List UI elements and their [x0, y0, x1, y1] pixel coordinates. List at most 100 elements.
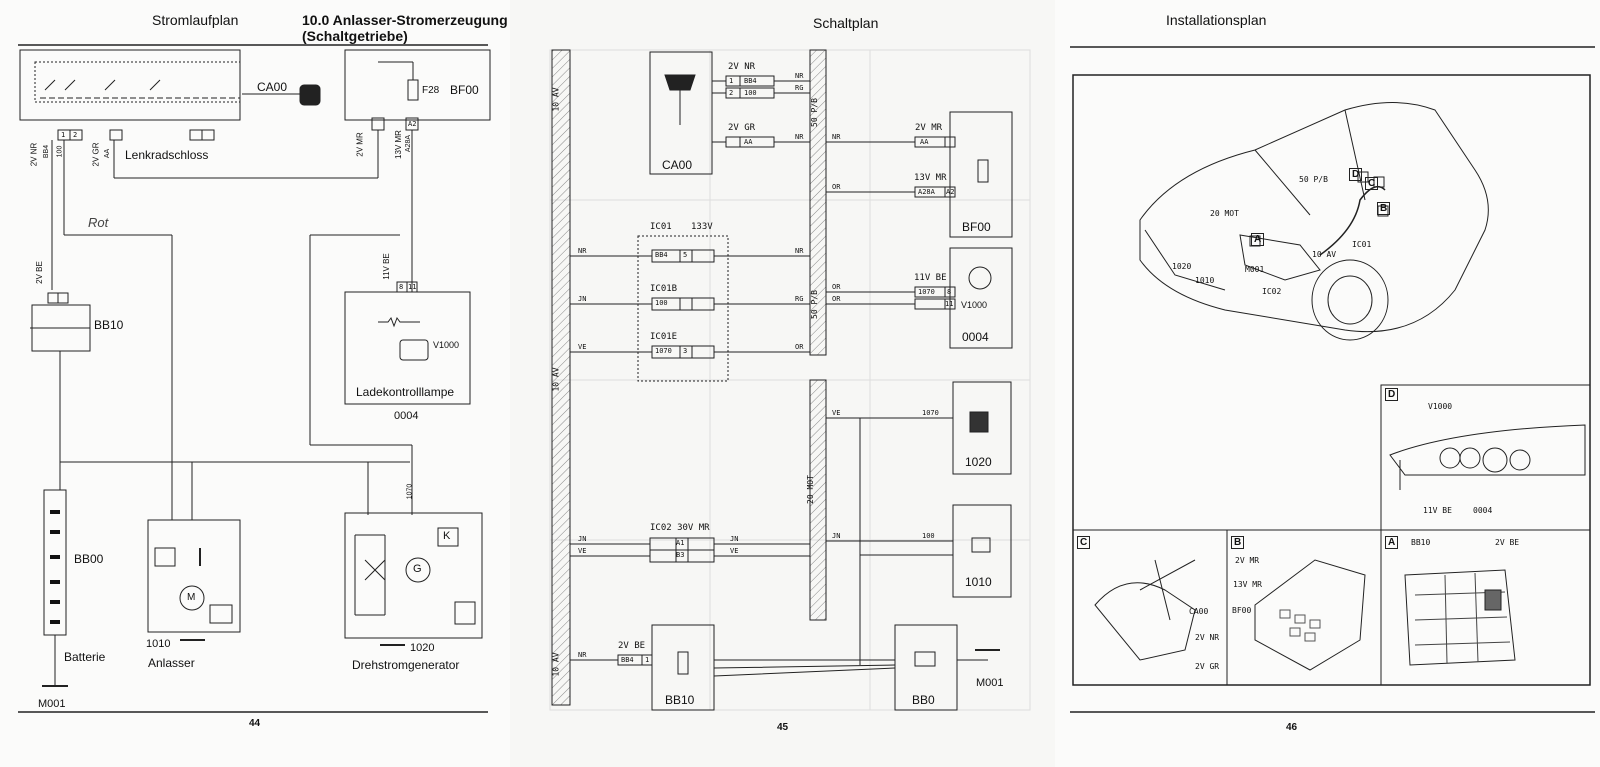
header-stromlaufplan: Stromlaufplan: [152, 12, 239, 28]
wire-label-13vmr: 13V MR: [393, 130, 403, 159]
detail-b-letter: B: [1231, 536, 1245, 549]
pin-11: 11: [408, 283, 417, 291]
pin-2: 2: [73, 131, 78, 139]
detail-c-ca00: CA00: [1189, 607, 1209, 616]
wiring-diagram-schaltplan: [549, 49, 1031, 711]
label-ladekontrolllampe: Ladekontrolllampe: [356, 385, 455, 399]
detail-d-11vbe: 11V BE: [1423, 506, 1452, 515]
wire-color-jn-4: JN: [832, 532, 841, 540]
label-g: G: [413, 563, 422, 575]
ov-label-1020: 1020: [1172, 262, 1192, 271]
wire-1070: 1070: [922, 409, 939, 417]
ov-label-10av: 10 AV: [1312, 250, 1337, 259]
battery-bb0: [894, 624, 958, 711]
wire-label-100: 100: [56, 145, 64, 158]
label-bf00: BF00: [962, 220, 991, 234]
wire-label-a28a: A28A: [405, 134, 413, 153]
conn-2vgr: 2V GR: [728, 123, 756, 133]
bus-10av: [551, 49, 571, 706]
wire-color-or-2: OR: [832, 283, 841, 291]
annotation-rot: Rot: [88, 215, 109, 230]
ov-label-m001: M001: [1245, 265, 1265, 274]
label-anlasser: Anlasser: [148, 656, 195, 670]
conn-11vbe: 11V BE: [914, 273, 947, 283]
label-bb10: BB10: [94, 318, 124, 332]
alternator-1020: [952, 381, 1012, 475]
wire-color-nr-3: NR: [832, 133, 841, 141]
bus-20mot: [809, 379, 827, 621]
pin-aa-bf00: AA: [920, 138, 929, 146]
warning-lamp-v1000: [949, 247, 1013, 349]
detail-b-13vmr: 13V MR: [1233, 580, 1262, 589]
label-bb00: BB00: [74, 552, 104, 566]
bus-50pb: [809, 49, 827, 356]
conn-ic01e: IC01E: [650, 332, 678, 342]
bus-label-20mot: 20 MOT: [805, 475, 815, 504]
bus-label-10av-mid: 10 AV: [551, 367, 561, 392]
label-ca00: CA00: [662, 158, 693, 172]
label-bb0: BB0: [912, 693, 935, 707]
detail-b-bf00: BF00: [1232, 606, 1252, 615]
header-installationsplan: Installationsplan: [1166, 12, 1267, 28]
pin-b3: B3: [676, 551, 685, 559]
wire-label-1070: 1070: [406, 483, 414, 500]
alternator-box: [344, 512, 483, 639]
wire-color-or-4: OR: [795, 343, 804, 351]
wire-label-2vgr: 2V GR: [91, 142, 101, 167]
wire-color-rg-1: RG: [795, 84, 804, 92]
pin-2: 2: [729, 89, 734, 97]
starter-motor-box: [147, 519, 241, 633]
installation-drawing: [1070, 46, 1595, 713]
bus-label-50pb-top: 50 P/B: [809, 98, 819, 127]
fuse-box-bf00: [949, 111, 1013, 238]
label-batterie: Batterie: [64, 650, 106, 664]
conn-2vbe: 2V BE: [618, 641, 646, 651]
detail-a-2vbe: 2V BE: [1495, 538, 1520, 547]
detail-a-letter: A: [1385, 536, 1399, 549]
conn-ic02: IC02 30V MR: [650, 523, 710, 533]
wire-color-ve-3: VE: [578, 547, 587, 555]
page-title: 10.0 Anlasser-Stromerzeugung (Schaltgetr…: [302, 12, 508, 44]
wire-label-bb4: BB4: [43, 144, 51, 159]
pin-v1000-1070: 1070: [918, 288, 935, 296]
page-number-46: 46: [1286, 722, 1298, 733]
wire-color-nr-1: NR: [795, 72, 804, 80]
wire-color-nr-5: NR: [795, 247, 804, 255]
wire-label-2vbe: 2V BE: [34, 261, 44, 284]
label-lenkradschloss: Lenkradschloss: [125, 148, 209, 162]
pin-a28a: A28A: [918, 188, 935, 196]
ov-marker-d: D: [1349, 168, 1363, 181]
wire-color-or-1: OR: [832, 183, 841, 191]
ov-marker-b: B: [1377, 202, 1391, 215]
ov-marker-a: A: [1251, 233, 1265, 246]
label-bf00: BF00: [450, 83, 479, 97]
wire-color-nr-6: NR: [578, 651, 587, 659]
pin-ic01-bb4: BB4: [655, 251, 668, 259]
label-v1000: V1000: [433, 340, 460, 350]
detail-d-letter: D: [1385, 388, 1399, 401]
pin-8: 8: [399, 283, 404, 291]
conn-13vmr: 13V MR: [914, 173, 947, 183]
wire-color-ve-2: VE: [832, 409, 841, 417]
wire-color-jn-2: JN: [578, 535, 587, 543]
pin-a2: A2: [946, 188, 955, 196]
wire-color-ve-1: VE: [578, 343, 587, 351]
label-1010: 1010: [965, 575, 992, 589]
pin-1: 1: [729, 77, 734, 85]
detail-d-v1000: V1000: [1428, 402, 1453, 411]
wire-label-2vmr: 2V MR: [355, 132, 365, 157]
detail-c-letter: C: [1077, 536, 1091, 549]
page-schaltplan: Schaltplan 45: [510, 0, 1055, 767]
page-number-45: 45: [777, 722, 789, 733]
generator-symbol: [405, 557, 431, 583]
pin-5: 5: [683, 251, 688, 259]
label-bb10: BB10: [665, 693, 695, 707]
label-0004: 0004: [394, 410, 419, 422]
pin-aa: AA: [744, 138, 753, 146]
ov-label-50pb: 50 P/B: [1299, 175, 1328, 184]
wire-color-nr-4: NR: [578, 247, 587, 255]
wiring-diagram-stromlaufplan: [18, 44, 491, 713]
header-schaltplan: Schaltplan: [813, 15, 879, 31]
ov-label-ic02: IC02: [1262, 287, 1282, 296]
conn-ic01b: IC01B: [650, 284, 678, 294]
